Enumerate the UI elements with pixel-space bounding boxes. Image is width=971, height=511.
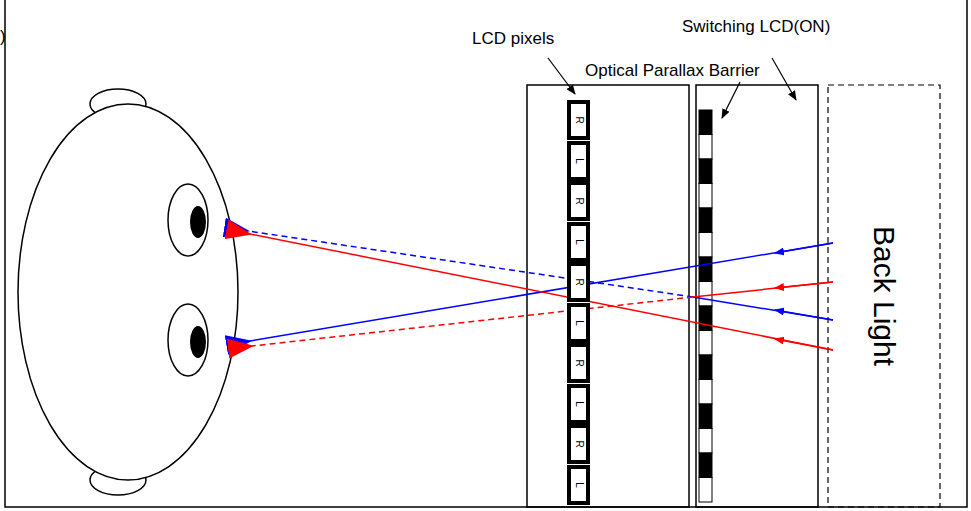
backlight-label: Back Light (867, 226, 901, 366)
cut-text: ) (0, 28, 6, 45)
parallax-barrier (699, 110, 712, 502)
pixel-label: R (573, 116, 583, 123)
eye (168, 184, 208, 256)
light-ray (250, 234, 833, 350)
pixel-cell: L (567, 222, 590, 262)
switching-lcd-panel (696, 85, 818, 507)
barrier-segment (699, 110, 712, 135)
light-ray (693, 282, 833, 297)
pixel-cell: L (567, 384, 590, 424)
barrier-segment (699, 257, 712, 282)
pupil (190, 206, 206, 238)
pixel-cell: R (567, 100, 590, 140)
part-label: Switching LCD(ON) (682, 18, 830, 35)
eye (168, 304, 208, 376)
barrier-segment (699, 478, 712, 503)
barrier-segment (699, 380, 712, 405)
head (18, 104, 238, 480)
light-ray-arrow (775, 339, 833, 350)
barrier-segment (699, 331, 712, 356)
barrier-segment (699, 355, 712, 380)
pixel-label: L (574, 482, 584, 488)
pixel-cell: R (567, 262, 590, 302)
pixel-cell: L (567, 465, 590, 505)
pixel-cell: R (567, 424, 590, 464)
barrier-segment (699, 135, 712, 160)
part-label: Optical Parallax Barrier (584, 62, 761, 79)
barrier-segment (699, 429, 712, 454)
backlight-label-box: Back Light (828, 85, 940, 507)
leader-line (548, 58, 575, 94)
barrier-segment (699, 306, 712, 331)
pupil (190, 326, 206, 358)
pixel-label: L (574, 320, 584, 326)
leader-line (722, 82, 740, 118)
frame (5, 0, 967, 507)
barrier-segment (699, 404, 712, 429)
light-ray-arrow (775, 243, 833, 253)
pixel-label: L (574, 158, 584, 164)
light-ray-arrow (775, 282, 833, 288)
pixel-cell: R (567, 343, 590, 383)
blocked-ray (252, 297, 693, 346)
barrier-segment (699, 208, 712, 233)
barrier-segment (699, 453, 712, 478)
pixel-cell: L (567, 303, 590, 343)
pixel-label: R (573, 440, 583, 447)
pixel-label: L (574, 401, 584, 407)
blocked-ray (248, 231, 693, 297)
pixel-label: R (573, 197, 583, 204)
barrier-segment (699, 282, 712, 307)
backlight-box (828, 85, 940, 507)
lcd-panel (527, 85, 689, 507)
pixel-label: L (574, 239, 584, 245)
barrier-segment (699, 159, 712, 184)
pixel-cell: L (567, 141, 590, 181)
pixel-label: R (573, 278, 583, 285)
pixel-label: R (573, 359, 583, 366)
barrier-segment (699, 233, 712, 258)
leader-line (772, 58, 796, 100)
light-ray-arrow (775, 310, 833, 320)
pixel-cell: R (567, 181, 590, 221)
barrier-segment (699, 184, 712, 209)
part-label: LCD pixels (472, 30, 554, 47)
light-ray (693, 297, 833, 320)
